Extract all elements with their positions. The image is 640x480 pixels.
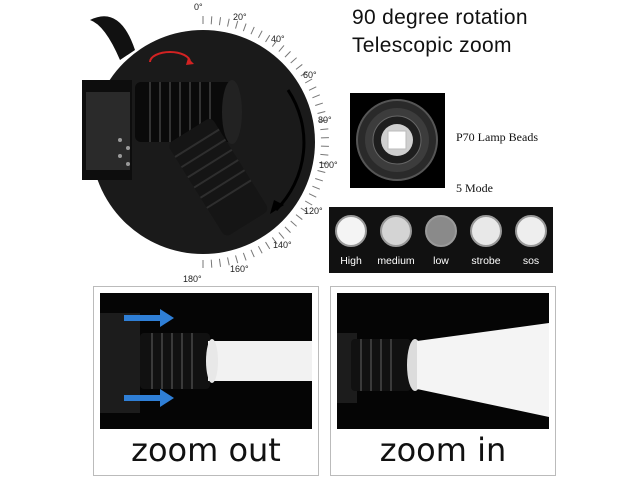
angle-label-160: 160°	[230, 264, 249, 274]
scale-tick	[242, 23, 247, 32]
scale-tick	[300, 71, 308, 77]
scale-tick	[308, 193, 317, 198]
scale-tick	[250, 249, 255, 258]
mode-medium-lamp	[380, 215, 412, 247]
angle-label-40: 40°	[271, 34, 285, 44]
scale-tick	[235, 255, 239, 264]
angle-label-80: 80°	[318, 115, 332, 125]
scale-tick	[290, 57, 297, 64]
scale-tick	[315, 102, 323, 107]
scale-tick	[250, 26, 255, 35]
scale-tick	[235, 20, 239, 29]
headline-zoom: Telescopic zoom	[352, 34, 512, 57]
scale-tick	[257, 245, 263, 254]
mode-strobe-label: strobe	[471, 255, 501, 267]
mode-low-lamp	[425, 215, 457, 247]
lamp-bead-closeup	[350, 93, 445, 188]
scale-tick	[278, 232, 285, 239]
mode-sos-label: sos	[522, 255, 540, 267]
scale-tick	[304, 200, 313, 206]
angle-label-100: 100°	[319, 160, 338, 170]
scale-tick	[312, 94, 321, 99]
mode-sos-lamp	[515, 215, 547, 247]
scale-tick	[319, 119, 328, 123]
angle-label-140: 140°	[273, 240, 292, 250]
scale-tick	[308, 86, 317, 91]
lamp-beads-label: P70 Lamp Beads	[456, 130, 538, 144]
scale-tick	[300, 207, 308, 213]
mode-low: low	[419, 207, 463, 273]
scale-tick	[284, 226, 291, 233]
scale-tick	[271, 237, 278, 245]
scale-tick	[265, 34, 271, 43]
scale-tick	[210, 16, 213, 25]
scale-tick	[304, 78, 313, 84]
scale-tick	[271, 39, 278, 47]
zoom-in-label: zoom in	[379, 431, 507, 469]
zoom-out-label: zoom out	[131, 431, 281, 469]
scale-tick	[320, 153, 329, 156]
scale-tick	[317, 111, 326, 114]
mode-medium: medium	[374, 207, 418, 273]
headlamp-rotation-illustration	[82, 16, 329, 268]
angle-label-60: 60°	[303, 70, 317, 80]
scale-tick	[210, 259, 213, 268]
headline-rotation: 90 degree rotation	[352, 6, 528, 29]
zoom-out-photo	[100, 293, 312, 429]
scale-tick	[320, 128, 329, 131]
scale-tick	[312, 185, 321, 190]
angle-label-120: 120°	[304, 206, 323, 216]
mode-strobe: strobe	[464, 207, 508, 273]
angle-label-20: 20°	[233, 12, 247, 22]
mode-high-label: High	[340, 255, 362, 267]
mode-high: High	[329, 207, 373, 273]
scale-tick	[278, 45, 285, 52]
mode-medium-label: medium	[377, 255, 415, 267]
scale-tick	[227, 257, 230, 266]
zoom-out-panel: zoom out	[93, 286, 319, 476]
scale-tick	[242, 252, 247, 261]
angle-label-0: 0°	[194, 2, 203, 12]
arrow-icons	[124, 309, 174, 407]
scale-tick	[315, 177, 323, 182]
scale-tick	[257, 30, 263, 39]
scale-tick	[319, 161, 328, 165]
mode-low-label: low	[433, 255, 449, 267]
angle-label-180: 180°	[183, 274, 202, 284]
scale-tick	[284, 51, 291, 58]
scale-tick	[295, 64, 303, 70]
mode-sos: sos	[509, 207, 553, 273]
zoom-in-panel: zoom in	[330, 286, 556, 476]
scale-tick	[295, 214, 303, 220]
scale-tick	[227, 18, 230, 27]
mode-strip: High medium low strobe sos	[329, 207, 553, 273]
scale-tick	[265, 241, 271, 250]
zoom-in-photo	[337, 293, 549, 429]
scale-tick	[218, 258, 222, 267]
scale-tick	[290, 220, 297, 227]
scale-tick	[218, 17, 222, 26]
mode-strobe-lamp	[470, 215, 502, 247]
scale-tick	[317, 170, 326, 173]
mode-high-lamp	[335, 215, 367, 247]
mode-count-label: 5 Mode	[456, 181, 493, 195]
